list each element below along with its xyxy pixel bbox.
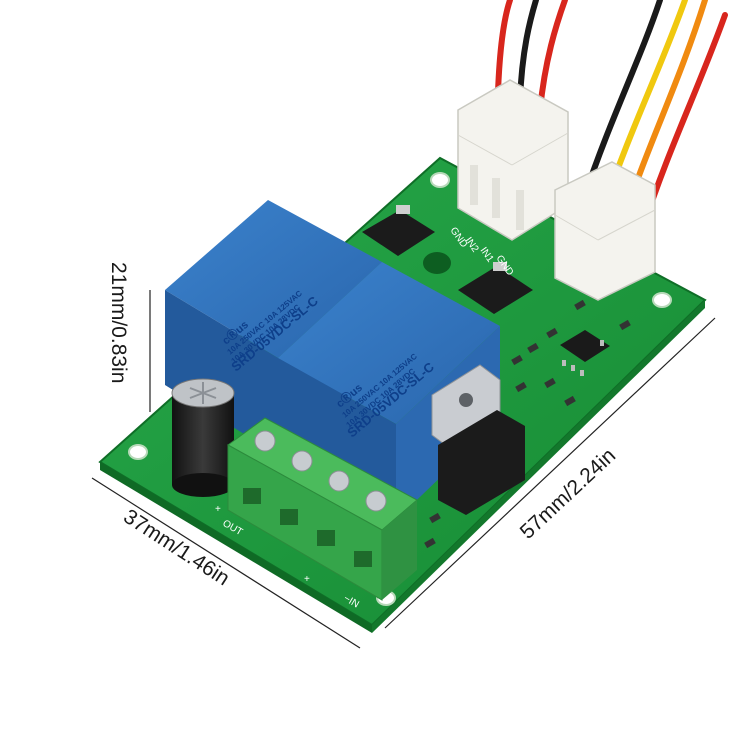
capacitor [171, 378, 235, 497]
surface-components [362, 205, 631, 549]
screw-terminal-block [227, 417, 418, 601]
mounting-hole [128, 444, 148, 460]
input-connector-3pin [457, 79, 569, 241]
terminal-screws [254, 430, 387, 512]
width-dimension-line [384, 317, 716, 629]
mosfet-chip [458, 266, 533, 314]
sensor-connector-4pin [554, 161, 656, 301]
depth-dimension-line [91, 477, 361, 649]
board-hole [423, 252, 451, 274]
mounting-hole [652, 292, 672, 308]
height-dimension-label: 21mm/0.83in [107, 262, 130, 383]
voltage-regulator [431, 364, 525, 515]
silk-out-plus: + [215, 504, 221, 515]
ic-chip [560, 330, 610, 362]
silk-in-plus: + [304, 574, 310, 585]
dimension-lines [91, 290, 716, 649]
mounting-hole [430, 172, 450, 188]
mosfet-chip [362, 210, 435, 256]
